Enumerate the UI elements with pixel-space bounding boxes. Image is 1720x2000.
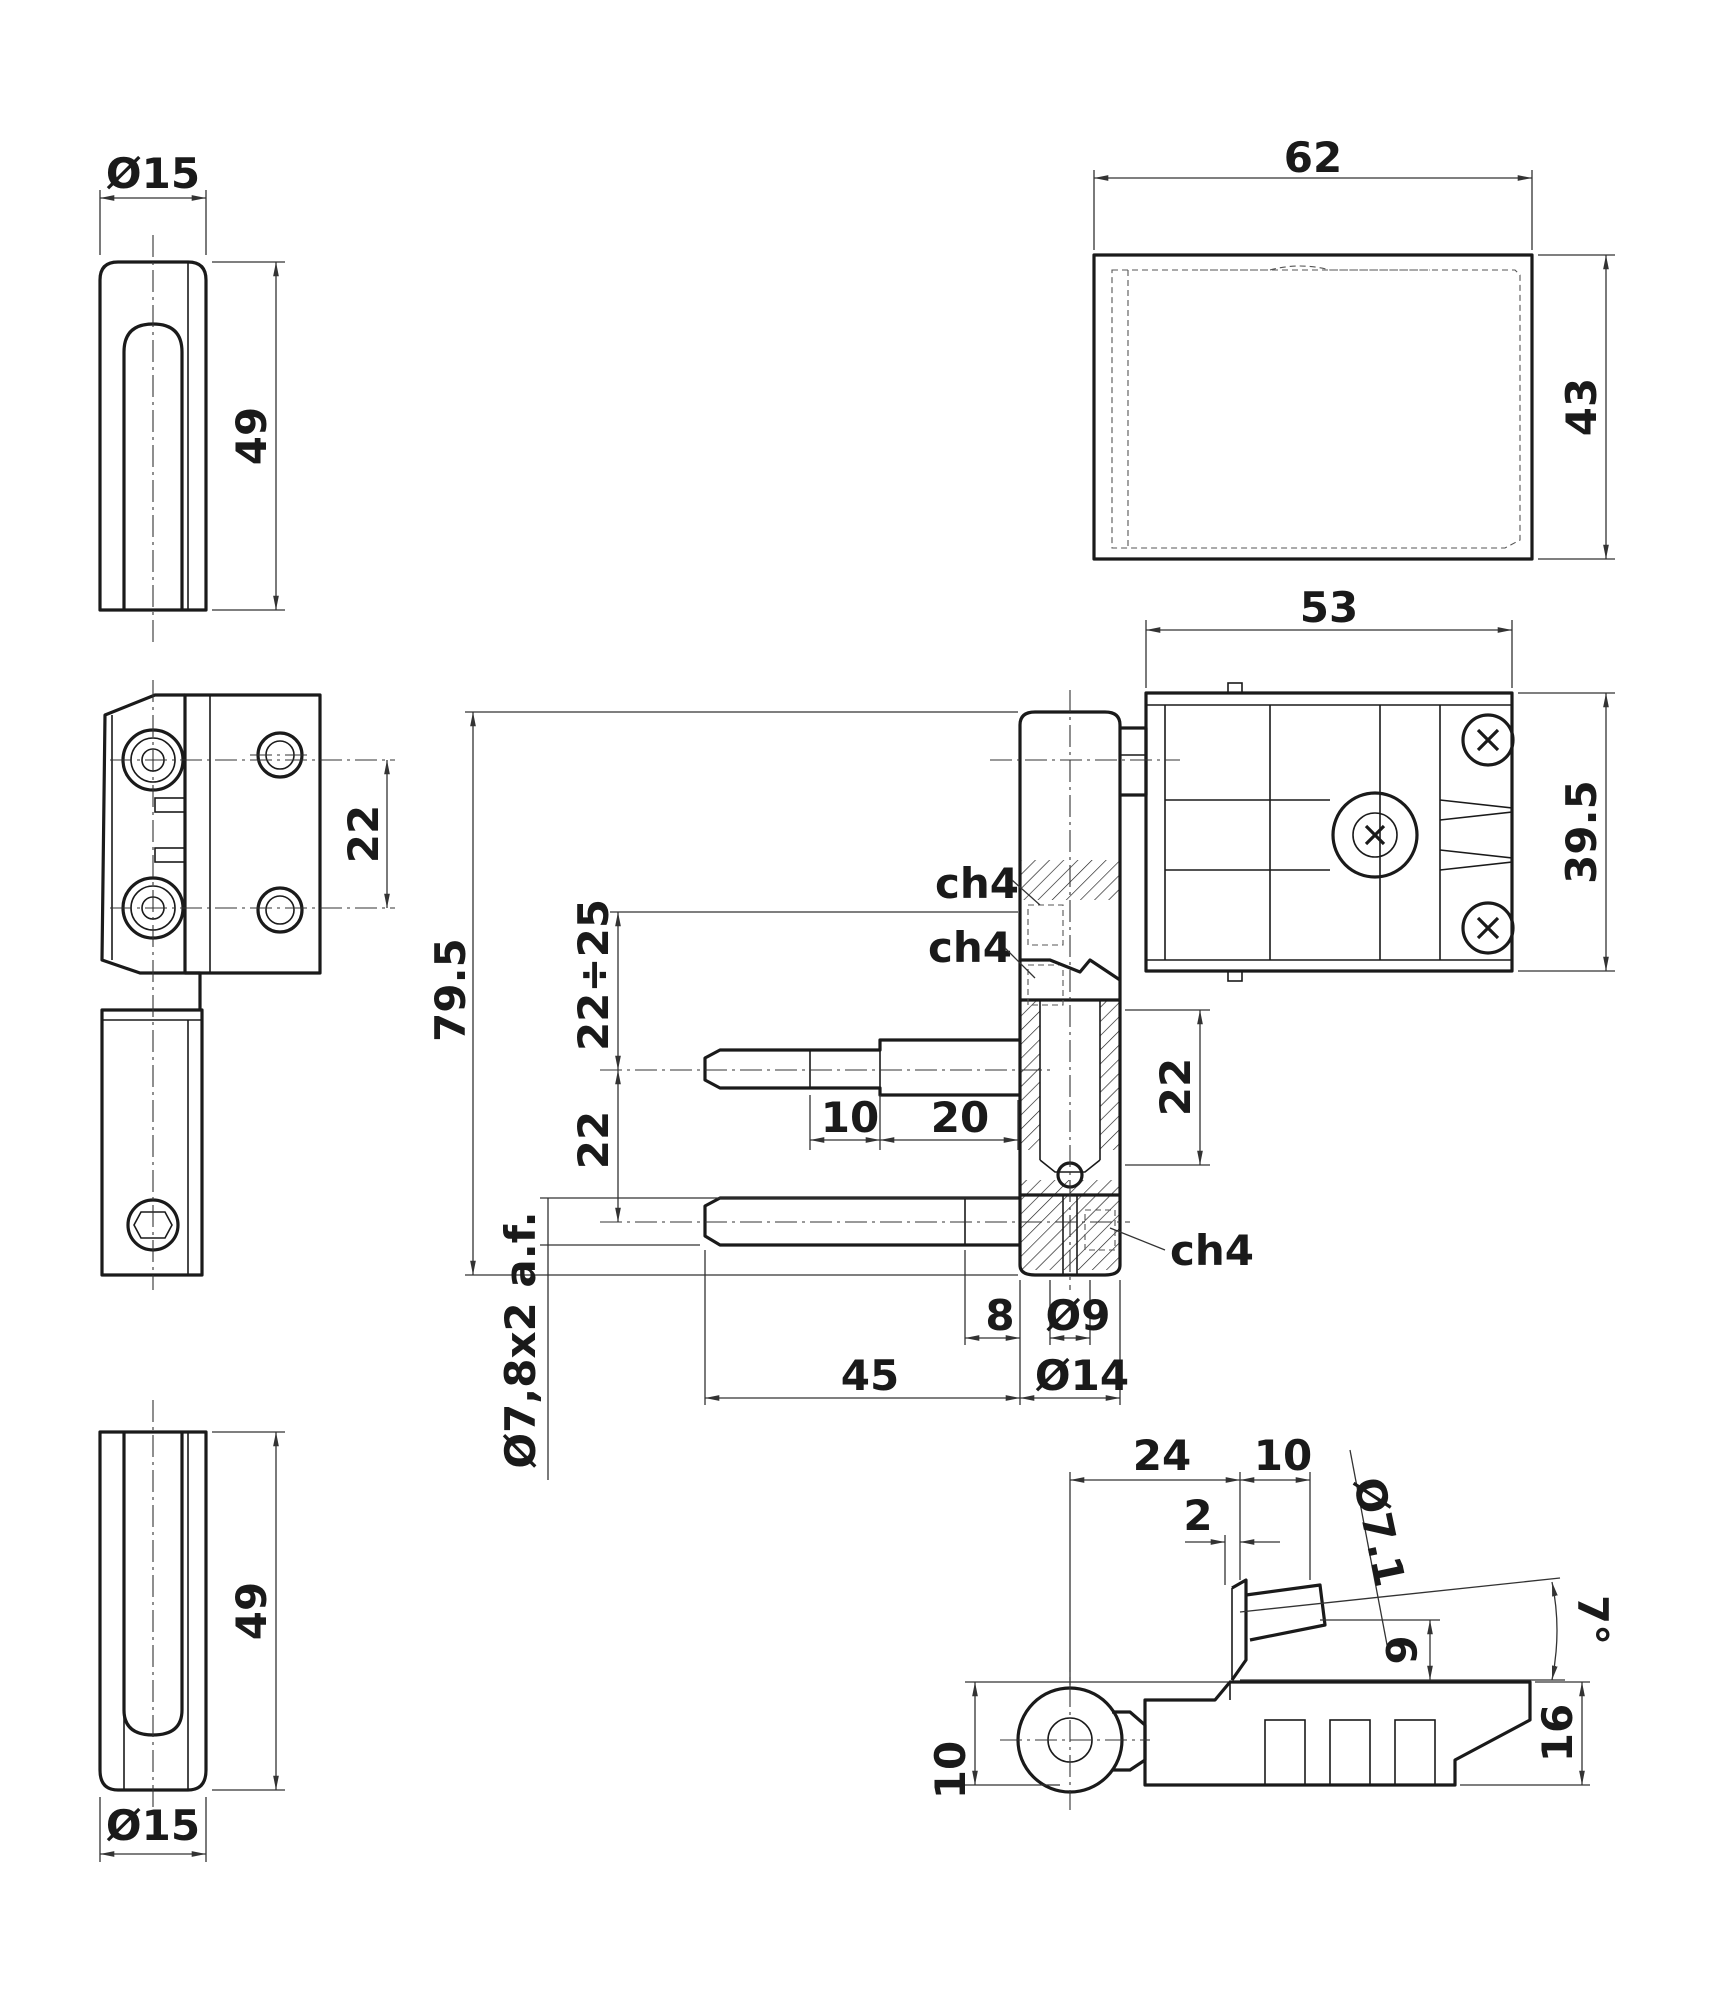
top-plate-view: 62 43: [1092, 133, 1615, 561]
dim-seg-20: 20: [931, 1093, 989, 1142]
dim-top-left-width: Ø15: [106, 149, 200, 198]
dim-bore-d9: Ø9: [1046, 1291, 1111, 1340]
dim-body-height: 39.5: [1557, 780, 1606, 884]
label-hex-top-2: ch4: [928, 923, 1012, 972]
dim-seg-10: 10: [821, 1093, 879, 1142]
bottom-detail-view: 24 10 2 Ø7.1 6 7° 16 10: [926, 1431, 1617, 1810]
dim-pin-len-45: 45: [841, 1351, 899, 1400]
dim-detail-angle: 7°: [1568, 1595, 1617, 1645]
bottom-left-view: 49 Ø15: [98, 1400, 285, 1862]
dim-adjust-range: 22÷25: [569, 899, 618, 1051]
dim-bottom-left-height: 49: [227, 1582, 276, 1640]
label-hex-bottom: ch4: [1170, 1226, 1254, 1275]
dim-pin-spacing: 22: [569, 1111, 618, 1169]
dim-detail-2: 2: [1183, 1491, 1212, 1540]
dim-detail-10: 10: [1254, 1431, 1312, 1480]
dim-detail-24: 24: [1133, 1431, 1191, 1480]
dim-bore-8: 8: [985, 1291, 1014, 1340]
dim-barrel-d14: Ø14: [1035, 1351, 1129, 1400]
left-side-view: 22: [100, 680, 395, 1290]
dim-rod-spec: Ø7,8x2 a.f.: [496, 1211, 545, 1468]
dim-plate-width: 62: [1284, 133, 1342, 182]
dim-right-spacing: 22: [1151, 1058, 1200, 1116]
dim-overall-height: 79.5: [426, 938, 475, 1042]
front-section-view: 79.5 22÷25 22 22 ch4 ch4 ch4 10 20: [426, 690, 1254, 1480]
dim-detail-10-left: 10: [926, 1741, 975, 1799]
dim-detail-16: 16: [1533, 1704, 1582, 1762]
label-hex-top-1: ch4: [935, 859, 1019, 908]
body-view: 53 39.5: [1144, 583, 1615, 982]
dim-plate-height: 43: [1557, 378, 1606, 436]
dim-hole-spacing: 22: [339, 805, 388, 863]
dim-body-width: 53: [1300, 583, 1358, 632]
dim-detail-6: 6: [1376, 1635, 1425, 1664]
dim-bottom-left-width: Ø15: [106, 1801, 200, 1850]
dim-detail-pin-d: Ø7.1: [1344, 1473, 1415, 1591]
top-left-view: Ø15 49: [98, 149, 285, 642]
dim-top-left-height: 49: [227, 407, 276, 465]
